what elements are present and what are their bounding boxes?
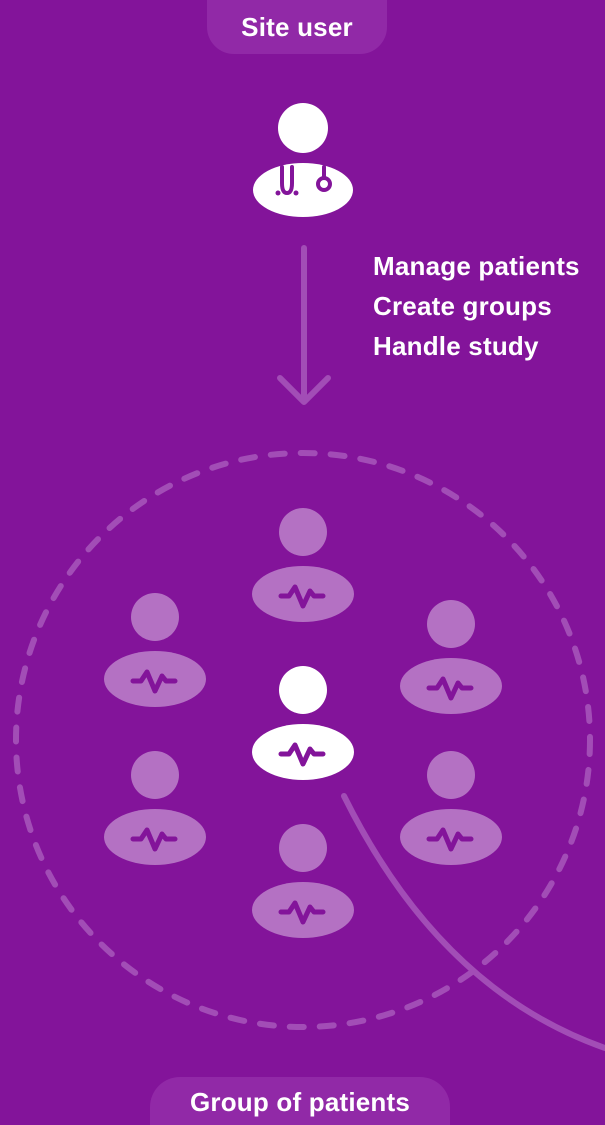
group-boundary-circle: [13, 450, 593, 1030]
heartbeat-line: [426, 827, 474, 852]
heartbeat-line: [426, 676, 474, 701]
patient-heartbeat-icon: [252, 824, 354, 938]
patient-heartbeat-icon: [400, 600, 502, 714]
patient-heartbeat-icon-highlighted: [252, 666, 354, 780]
group-of-patients-label: Group of patients: [150, 1077, 450, 1125]
heartbeat-line: [278, 742, 326, 767]
site-user-actions: Manage patients Create groups Handle stu…: [373, 246, 580, 366]
connector-curve: [341, 793, 605, 1051]
patient-heartbeat-icon: [400, 751, 502, 865]
action-create-groups: Create groups: [373, 291, 552, 321]
patient-heartbeat-icon: [104, 593, 206, 707]
heartbeat-line: [278, 900, 326, 925]
down-arrow-icon: [277, 245, 331, 405]
action-handle-study: Handle study: [373, 331, 539, 361]
site-user-label: Site user: [207, 0, 387, 54]
heartbeat-line: [130, 827, 178, 852]
heartbeat-line: [130, 669, 178, 694]
heartbeat-line: [278, 584, 326, 609]
patient-heartbeat-icon: [104, 751, 206, 865]
patient-heartbeat-icon: [252, 508, 354, 622]
action-manage-patients: Manage patients: [373, 251, 580, 281]
doctor-stethoscope-icon: [253, 103, 353, 217]
